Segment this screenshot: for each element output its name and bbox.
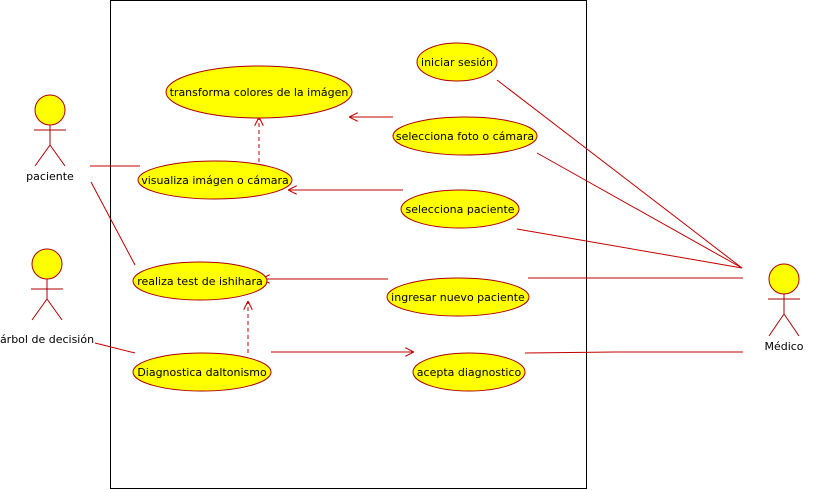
usecase-ingresar-paciente: ingresar nuevo paciente: [386, 277, 530, 317]
usecase-iniciar-sesion-label: iniciar sesión: [421, 56, 493, 69]
assoc-medico-acepta: [524, 351, 743, 354]
actor-paciente-head: [34, 94, 66, 126]
actor-medico: [768, 263, 800, 337]
actor-arbol-decision: [31, 248, 63, 321]
relationship-lines: [90, 79, 743, 354]
assoc-medico-foto: [536, 152, 743, 269]
actor-medico-head: [768, 263, 800, 295]
usecase-acepta-diagnostico-label: acepta diagnostico: [417, 366, 522, 379]
usecase-realiza-test-label: realiza test de ishihara: [137, 275, 263, 288]
actor-arbol-head: [31, 248, 63, 280]
usecase-selecciona-paciente-label: selecciona paciente: [405, 203, 514, 216]
usecase-diagnostica-label: Diagnostica daltonismo: [137, 366, 267, 379]
usecase-visualiza-imagen: visualiza imágen o cámara: [137, 160, 293, 200]
usecase-iniciar-sesion: iniciar sesión: [416, 42, 498, 82]
system-boundary: [110, 0, 587, 489]
actor-paciente-label: paciente: [26, 170, 74, 183]
usecase-acepta-diagnostico: acepta diagnostico: [412, 352, 526, 392]
usecase-transforma-colores: transforma colores de la imágen: [165, 65, 353, 119]
assoc-medico-iniciar: [496, 79, 743, 269]
assoc-arbol-diagnostica: [94, 342, 136, 354]
assoc-paciente-realiza: [90, 181, 136, 266]
usecase-realiza-test: realiza test de ishihara: [132, 261, 268, 301]
usecase-selecciona-paciente: selecciona paciente: [400, 189, 520, 229]
usecase-ingresar-paciente-label: ingresar nuevo paciente: [391, 291, 525, 304]
assoc-medico-paciente: [516, 228, 743, 269]
usecase-selecciona-foto-label: selecciona foto o cámara: [396, 130, 534, 143]
usecase-visualiza-imagen-label: visualiza imágen o cámara: [141, 174, 289, 187]
usecase-diagnostica-daltonismo: Diagnostica daltonismo: [132, 352, 272, 392]
usecase-transforma-colores-label: transforma colores de la imágen: [170, 86, 349, 99]
actor-arbol-label: árbol de decisión: [0, 333, 94, 346]
actor-paciente: [34, 94, 66, 167]
usecase-selecciona-foto: selecciona foto o cámara: [392, 116, 538, 156]
actor-medico-label: Médico: [764, 340, 803, 353]
